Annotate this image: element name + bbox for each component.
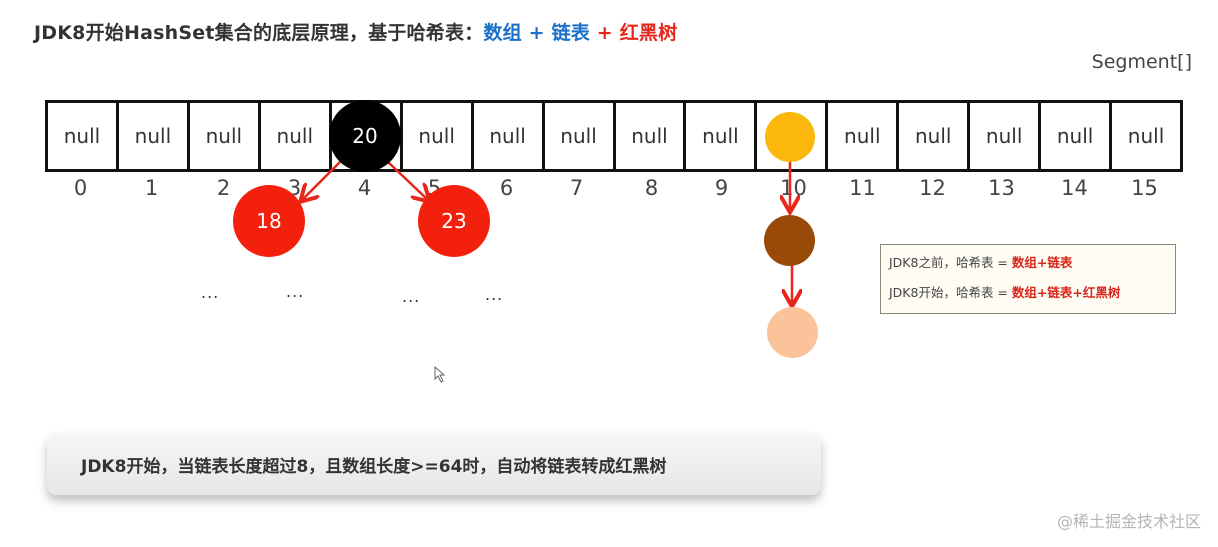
arrow-root-to-right [387, 161, 428, 200]
index-label-15: 15 [1131, 176, 1158, 200]
info-value-before: 数组+链表 [1011, 255, 1073, 270]
array-cell-15: null [1127, 124, 1165, 148]
title-plus-2: + [589, 22, 620, 44]
index-label-9: 9 [714, 176, 729, 200]
mouse-cursor-icon [434, 366, 446, 383]
array-cell-6: null [474, 103, 545, 169]
caption-text: JDK8开始，当链表长度超过8，且数组长度>=64时，自动将链表转成红黑树 [81, 456, 667, 477]
array-cell-11: null [828, 103, 900, 169]
index-label-12: 12 [919, 176, 946, 200]
array-cell-0: null [48, 103, 119, 169]
index-label-8: 8 [644, 176, 659, 200]
array-cell-4 [332, 103, 403, 169]
info-row-before-jdk8: JDK8之前，哈希表 = 数组+链表 [889, 255, 1073, 270]
ellipsis-2: ... [286, 282, 305, 301]
tree-root-node: 20 [329, 100, 401, 172]
tree-right-node: 23 [418, 185, 490, 257]
index-label-13: 13 [988, 176, 1015, 200]
page-title: JDK8开始HashSet集合的底层原理，基于哈希表：数组 + 链表 + 红黑树 [34, 18, 677, 45]
index-label-7: 7 [569, 176, 584, 200]
array-cell-13: null [970, 103, 1042, 169]
index-label-11: 11 [849, 176, 876, 200]
title-prefix: JDK8开始HashSet集合的底层原理，基于哈希表： [34, 22, 484, 44]
array-cell-14: null [1041, 103, 1113, 169]
title-array: 数组 [483, 22, 522, 44]
index-label-4: 4 [357, 176, 372, 200]
ellipsis-1: ... [201, 283, 220, 302]
info-row-since-jdk8: JDK8开始，哈希表 = 数组+链表+红黑树 [889, 285, 1121, 300]
list-node-3 [767, 307, 818, 358]
array-cell-1: null [119, 103, 190, 169]
index-label-2: 2 [216, 176, 231, 200]
watermark: @稀土掘金技术社区 [1056, 512, 1201, 531]
list-node-2 [764, 215, 815, 266]
array-cell-10 [757, 103, 829, 169]
segment-array-label: Segment[] [1091, 51, 1192, 73]
index-label-1: 1 [144, 176, 159, 200]
array-cell-7: null [545, 103, 616, 169]
index-label-6: 6 [499, 176, 514, 200]
array-cell-9: null [686, 103, 758, 169]
index-label-0: 0 [73, 176, 88, 200]
array-cell-2: null [190, 103, 261, 169]
list-node-head [765, 112, 815, 162]
ellipsis-4: ... [485, 285, 504, 304]
array-cell-12: null [899, 103, 971, 169]
info-box: JDK8之前，哈希表 = 数组+链表 JDK8开始，哈希表 = 数组+链表+红黑… [880, 244, 1176, 314]
ellipsis-3: ... [402, 287, 421, 306]
index-label-14: 14 [1061, 176, 1088, 200]
caption-banner: JDK8开始，当链表长度超过8，且数组长度>=64时，自动将链表转成红黑树 [47, 433, 821, 495]
array-cell-8: null [616, 103, 687, 169]
title-tree: 红黑树 [619, 22, 678, 44]
title-plus-1: + [521, 22, 552, 44]
title-list: 链表 [551, 22, 590, 44]
hash-array: null null null null null null null null … [45, 100, 1183, 172]
tree-left-node: 18 [233, 185, 305, 257]
info-value-since: 数组+链表+红黑树 [1011, 285, 1121, 300]
arrow-root-to-left [302, 161, 341, 200]
array-cell-5: null [403, 103, 474, 169]
